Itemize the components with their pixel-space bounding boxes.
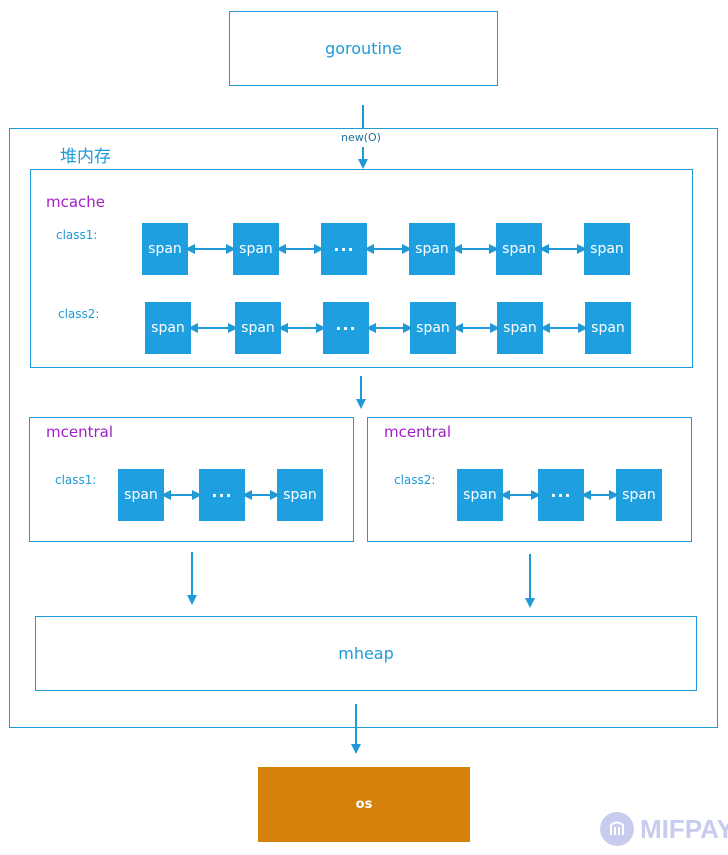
os-label: os [355, 797, 373, 812]
mcentral-title: mcentral [384, 423, 452, 441]
ellipsis-block: ··· [199, 469, 245, 521]
span-block: span [584, 223, 630, 275]
mheap-label: mheap [338, 644, 394, 663]
mcentral-class1-label: class1: [55, 473, 97, 487]
span-block: span [142, 223, 188, 275]
goroutine-box: goroutine [229, 11, 498, 86]
mifpay-watermark: MIFPAY [600, 812, 728, 846]
span-block: span [118, 469, 164, 521]
span-block: span [616, 469, 662, 521]
span-block: span [145, 302, 191, 354]
watermark-text: MIFPAY [640, 813, 728, 844]
mcache-title: mcache [46, 193, 106, 211]
mcentral-class2-label: class2: [394, 473, 436, 487]
span-block: span [496, 223, 542, 275]
ellipsis-block: ··· [323, 302, 369, 354]
mcentral-title: mcentral [46, 423, 114, 441]
new-object-label: new(O) [340, 131, 382, 144]
span-block: span [410, 302, 456, 354]
os-box: os [258, 767, 470, 842]
mcache-class1-label: class1: [56, 228, 98, 242]
ellipsis-block: ··· [321, 223, 367, 275]
ellipsis-block: ··· [538, 469, 584, 521]
heap-memory-title: 堆内存 [60, 147, 111, 167]
span-block: span [233, 223, 279, 275]
goroutine-label: goroutine [325, 39, 402, 58]
mheap-box: mheap [35, 616, 697, 691]
span-block: span [457, 469, 503, 521]
span-block: span [497, 302, 543, 354]
mcache-class2-label: class2: [58, 307, 100, 321]
mifpay-logo-icon [600, 812, 634, 846]
span-block: span [585, 302, 631, 354]
span-block: span [277, 469, 323, 521]
span-block: span [409, 223, 455, 275]
span-block: span [235, 302, 281, 354]
